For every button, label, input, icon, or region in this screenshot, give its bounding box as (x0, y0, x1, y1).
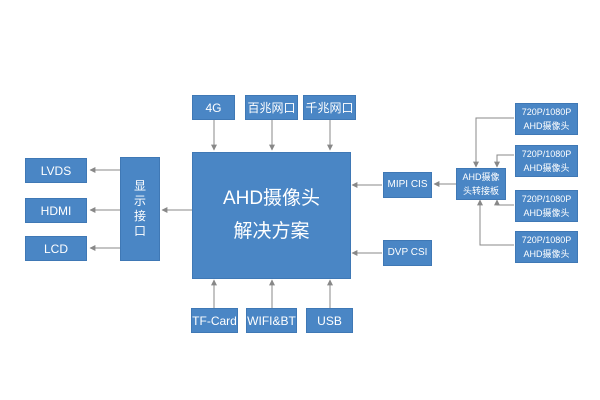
display-interface-char: 接 (133, 209, 146, 223)
module-100m-ethernet-label: 百兆网口 (247, 101, 296, 115)
camera-resolution: 720P/1080P (521, 106, 572, 117)
camera-resolution: 720P/1080P (521, 193, 572, 204)
core-subtitle: 解决方案 (233, 220, 310, 242)
input-dvp-csi-label: DVP CSI (387, 247, 428, 258)
output-hdmi: HDMI (25, 198, 87, 223)
camera-4: 720P/1080P AHD摄像头 (515, 231, 578, 263)
output-lcd-label: LCD (43, 241, 68, 256)
module-4g-label: 4G (205, 100, 222, 115)
camera-3: 720P/1080P AHD摄像头 (515, 190, 578, 222)
module-tf-card-label: TF-Card (192, 313, 237, 328)
module-wifi-bt: WIFI&BT (246, 308, 297, 333)
display-interface-char: 示 (133, 194, 146, 208)
input-mipi-cis-label: MIPI CIS (387, 179, 428, 190)
module-1000m-ethernet-label: 千兆网口 (305, 101, 354, 115)
display-interface-char: 口 (133, 224, 146, 238)
camera-1: 720P/1080P AHD摄像头 (515, 103, 578, 135)
arrow-cam3 (494, 199, 514, 206)
camera-resolution: 720P/1080P (521, 234, 572, 245)
adapter-line1: AHD摄像 (462, 171, 500, 182)
adapter-line2: 头转接板 (462, 186, 499, 196)
ahd-adapter-board: AHD摄像 头转接板 (456, 168, 506, 200)
output-hdmi-label: HDMI (40, 203, 72, 218)
module-usb-label: USB (317, 313, 342, 328)
input-dvp-csi: DVP CSI (383, 240, 432, 266)
arrow-cam2 (494, 154, 514, 168)
module-4g: 4G (192, 95, 235, 120)
display-interface-char: 显 (133, 179, 146, 193)
camera-label: AHD摄像头 (523, 249, 570, 259)
arrow-cam1 (473, 117, 514, 168)
input-mipi-cis: MIPI CIS (383, 172, 432, 198)
module-tf-card: TF-Card (191, 308, 238, 333)
display-interface-block: 显 示 接 口 (120, 157, 160, 261)
output-lvds: LVDS (25, 158, 87, 183)
output-lcd: LCD (25, 236, 87, 261)
camera-label: AHD摄像头 (523, 208, 570, 218)
camera-resolution: 720P/1080P (521, 148, 572, 159)
core-title: AHD摄像头 (222, 188, 321, 210)
camera-label: AHD摄像头 (523, 121, 570, 131)
output-lvds-label: LVDS (40, 163, 72, 178)
module-100m-ethernet: 百兆网口 (245, 95, 298, 120)
arrow-cam4 (477, 199, 514, 246)
module-wifi-bt-label: WIFI&BT (247, 313, 296, 328)
camera-2: 720P/1080P AHD摄像头 (515, 145, 578, 177)
camera-label: AHD摄像头 (523, 163, 570, 173)
core-solution-block: AHD摄像头 解决方案 (192, 152, 351, 279)
module-usb: USB (306, 308, 353, 333)
module-1000m-ethernet: 千兆网口 (303, 95, 356, 120)
